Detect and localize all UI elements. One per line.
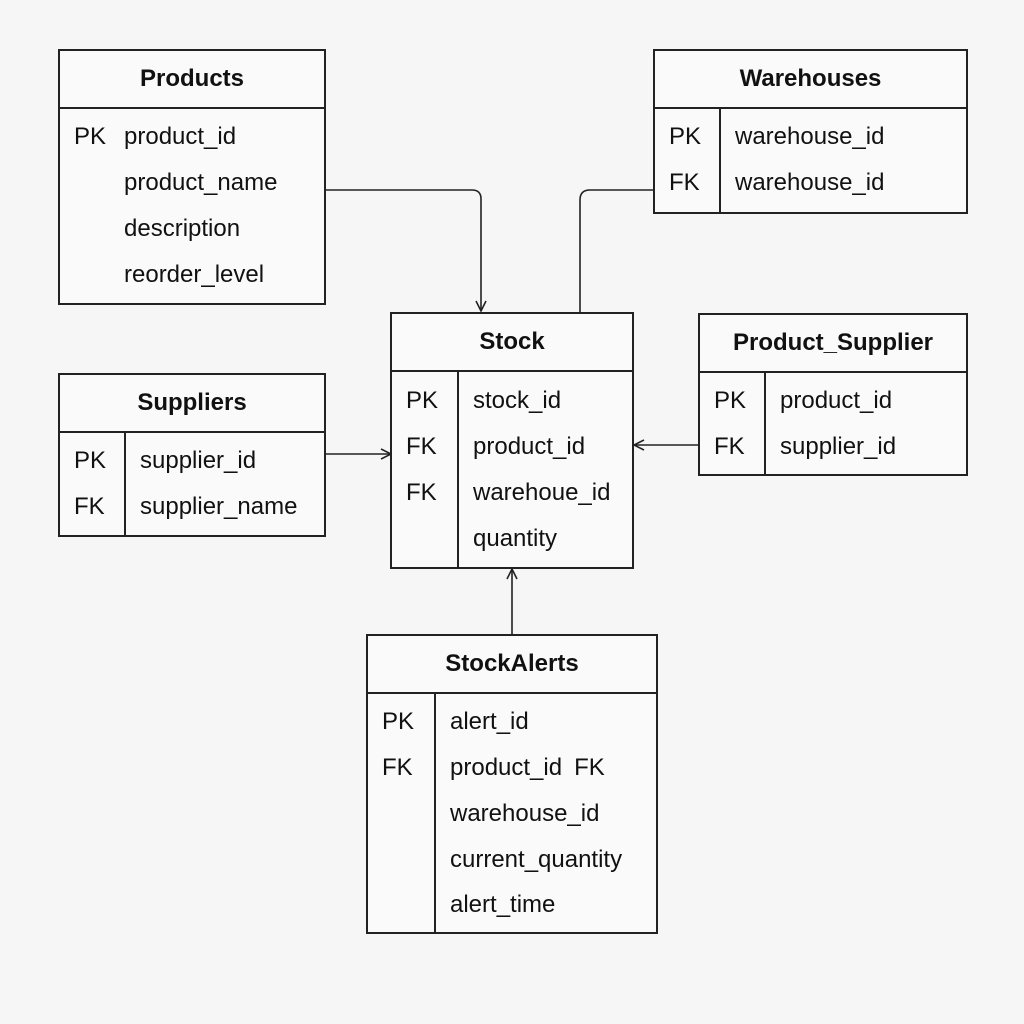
field-row: FK warehouse_id <box>655 160 966 206</box>
entity-warehouses: Warehouses PK warehouse_id FK warehouse_… <box>653 49 968 214</box>
field-name: product_id <box>124 123 237 150</box>
field-row: PK supplier_id <box>60 438 324 484</box>
entity-title: Suppliers <box>60 375 324 433</box>
field-row: PK alert_id <box>368 699 656 745</box>
connector-products-stock <box>326 189 481 311</box>
entity-fields: PK alert_id FK product_id FK warehouse_id… <box>368 694 656 932</box>
field-name: warehoue_id <box>473 479 611 506</box>
entity-fields: PK supplier_id FK supplier_name <box>60 433 324 535</box>
field-suffix-label: FK <box>574 754 605 781</box>
field-name: reorder_level <box>124 261 265 288</box>
field-row: PK stock_id <box>392 378 632 424</box>
entity-fields: PK product_id product_name description r… <box>60 109 324 303</box>
field-row: FK supplier_name <box>60 484 324 530</box>
field-name: stock_id <box>473 387 562 414</box>
key-column-divider <box>457 372 459 567</box>
field-name: warehouse_id <box>735 123 885 150</box>
entity-fields: PK stock_id FK product_id FK warehoue_id… <box>392 372 632 567</box>
key-column-divider <box>764 373 766 474</box>
key-column-divider <box>124 433 126 535</box>
key-label: FK <box>714 433 745 460</box>
key-label: FK <box>406 433 437 460</box>
field-row: reorder_level <box>60 252 324 298</box>
entity-fields: PK product_id FK supplier_id <box>700 373 966 474</box>
field-row: PK product_id <box>60 114 324 160</box>
entity-stock: Stock PK stock_id FK product_id FK wareh… <box>390 312 634 569</box>
key-label: PK <box>669 123 702 150</box>
field-name: supplier_name <box>140 493 298 520</box>
field-name-with-suffix: product_id FK <box>450 745 605 791</box>
key-label: PK <box>714 387 747 414</box>
entity-title: Warehouses <box>655 51 966 109</box>
field-name: product_id <box>473 433 586 460</box>
field-row: current_quantity <box>368 837 656 883</box>
field-name: product_id <box>780 387 893 414</box>
field-row: FK warehoue_id <box>392 470 632 516</box>
field-name: product_name <box>124 169 278 196</box>
entity-suppliers: Suppliers PK supplier_id FK supplier_nam… <box>58 373 326 537</box>
field-name: warehouse_id <box>450 800 600 827</box>
field-name: supplier_id <box>140 447 257 474</box>
entity-title: Product_Supplier <box>700 315 966 373</box>
connector-warehouses-stock <box>579 189 654 313</box>
key-label: PK <box>74 123 107 150</box>
field-row: alert_time <box>368 882 656 928</box>
field-name: alert_time <box>450 891 556 918</box>
field-row: FK product_id FK <box>368 745 656 791</box>
field-name: product_id <box>450 754 563 781</box>
field-row: warehouse_id <box>368 791 656 837</box>
entity-title: StockAlerts <box>368 636 656 694</box>
field-name: quantity <box>473 525 558 552</box>
field-name: alert_id <box>450 708 529 735</box>
key-column-divider <box>719 109 721 212</box>
field-name: description <box>124 215 241 242</box>
key-label: PK <box>382 708 415 735</box>
field-row: PK product_id <box>700 378 966 424</box>
field-row: FK supplier_id <box>700 424 966 470</box>
key-label: FK <box>74 493 105 520</box>
key-label: PK <box>74 447 107 474</box>
entity-title: Stock <box>392 314 632 372</box>
field-row: FK product_id <box>392 424 632 470</box>
key-column-divider <box>434 694 436 932</box>
entity-product-supplier: Product_Supplier PK product_id FK suppli… <box>698 313 968 476</box>
key-label: FK <box>382 754 413 781</box>
key-label: PK <box>406 387 439 414</box>
key-label: FK <box>406 479 437 506</box>
field-row: PK warehouse_id <box>655 114 966 160</box>
field-row: description <box>60 206 324 252</box>
field-name: current_quantity <box>450 846 623 873</box>
field-row: quantity <box>392 516 632 562</box>
field-row: product_name <box>60 160 324 206</box>
field-name: supplier_id <box>780 433 897 460</box>
entity-title: Products <box>60 51 324 109</box>
field-name: warehouse_id <box>735 169 885 196</box>
entity-fields: PK warehouse_id FK warehouse_id <box>655 109 966 212</box>
key-label: FK <box>669 169 700 196</box>
entity-products: Products PK product_id product_name desc… <box>58 49 326 305</box>
